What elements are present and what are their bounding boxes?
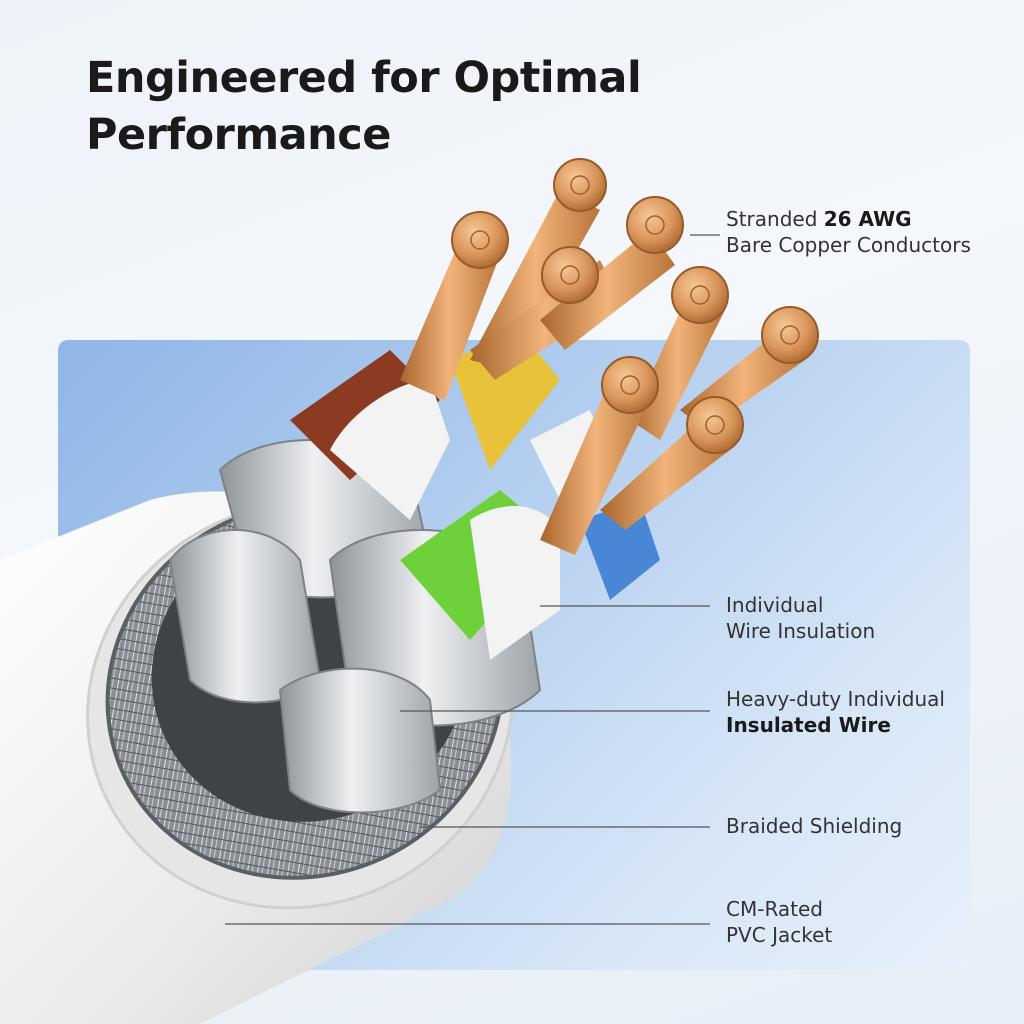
callout-conductors-line-2: Bare Copper Conductors (726, 233, 971, 257)
callout-shielding: Braided Shielding (726, 813, 902, 839)
callout-conductors: Stranded 26 AWG Bare Copper Conductors (726, 206, 971, 258)
page-title-line-2: Performance (86, 110, 391, 160)
callout-conductors-prefix: Stranded (726, 207, 824, 231)
callout-jacket: CM-Rated PVC Jacket (726, 896, 832, 948)
leader-lines (225, 234, 720, 925)
callout-conductors-gauge: 26 AWG (823, 207, 912, 231)
callout-insulated-wire: Heavy-duty Individual Insulated Wire (726, 686, 945, 738)
page-title-line-1: Engineered for Optimal (86, 53, 642, 103)
page-title: Engineered for Optimal Performance (86, 50, 642, 164)
copper-conductors (400, 158, 819, 555)
callout-insulated-wire-line-1: Heavy-duty Individual (726, 687, 945, 711)
callout-insulation-line-1: Individual (726, 593, 824, 617)
insulated-wires (290, 330, 660, 660)
callout-insulated-wire-line-2: Insulated Wire (726, 713, 891, 737)
callout-jacket-line-1: CM-Rated (726, 897, 823, 921)
callout-jacket-line-2: PVC Jacket (726, 923, 833, 947)
callout-insulation: Individual Wire Insulation (726, 592, 875, 644)
callout-insulation-line-2: Wire Insulation (726, 619, 876, 643)
callout-conductors-line-1: Stranded 26 AWG (726, 206, 971, 232)
callout-shielding-line-1: Braided Shielding (726, 814, 903, 838)
